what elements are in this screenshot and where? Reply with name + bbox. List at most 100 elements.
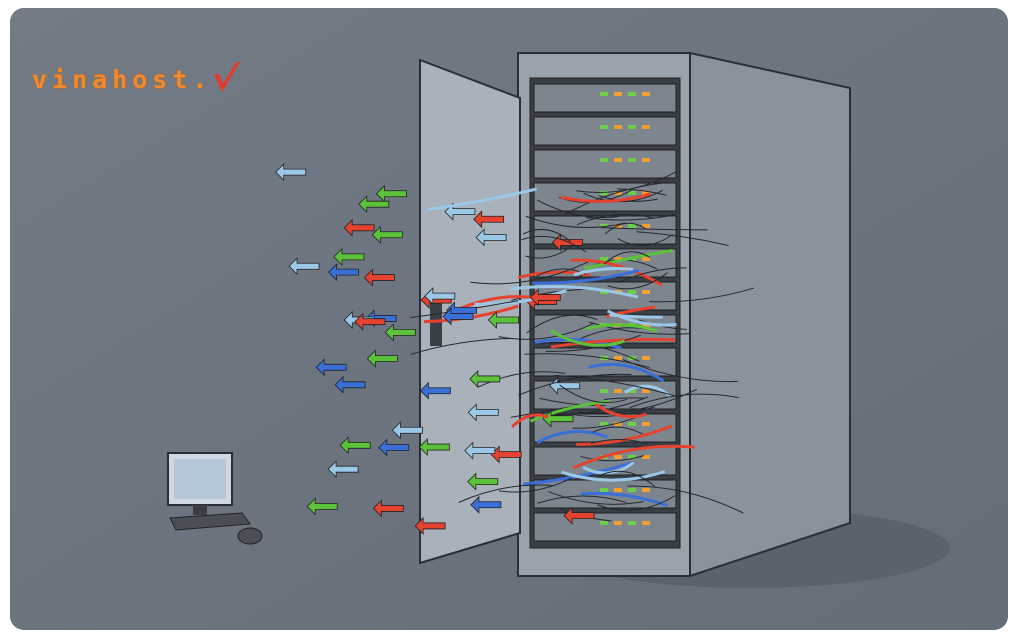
server-unit (533, 347, 677, 377)
arrow-icon (467, 403, 499, 422)
status-led (600, 191, 608, 195)
cable-line (410, 337, 514, 355)
cable-line (606, 309, 677, 327)
status-led (628, 422, 636, 426)
arrow-icon (475, 228, 507, 247)
arrow-icon (473, 210, 505, 229)
cable-line (522, 228, 572, 243)
status-led (614, 191, 622, 195)
monitor-screen (174, 459, 226, 499)
arrow-icon (334, 375, 366, 394)
server-unit (533, 512, 677, 542)
arrow-icon (418, 438, 450, 457)
status-led (600, 125, 608, 129)
cable-line (629, 393, 739, 409)
cable-line (592, 426, 644, 435)
status-led (642, 422, 650, 426)
cable-line (622, 359, 738, 383)
cable-line (525, 245, 573, 259)
status-led (628, 488, 636, 492)
cable-line (617, 188, 667, 196)
arrow-icon (469, 369, 501, 388)
server-unit (533, 116, 677, 146)
status-led (628, 389, 636, 393)
status-led (628, 290, 636, 294)
arrow-icon (339, 436, 371, 455)
status-led (628, 191, 636, 195)
cable-line (545, 334, 641, 352)
arrow-icon (444, 202, 476, 221)
cable-line (580, 455, 645, 462)
cable-line (603, 251, 651, 265)
cable-line (565, 406, 656, 418)
cable-line (548, 491, 644, 505)
cable-line (576, 171, 677, 193)
status-led (642, 92, 650, 96)
cable-line (584, 248, 673, 270)
arrow-icon (529, 288, 561, 307)
server-rack-illustration (10, 8, 1008, 630)
status-led (642, 257, 650, 261)
status-led (642, 521, 650, 525)
cable-line (510, 285, 639, 299)
cable-line (604, 222, 646, 235)
cable-line (617, 267, 687, 284)
arrow-icon (333, 247, 365, 266)
arrow-icon (375, 184, 407, 203)
mouse (237, 527, 263, 545)
status-led (628, 158, 636, 162)
data-flow-arrows (275, 163, 754, 535)
status-led (600, 92, 608, 96)
logo-text: vinahost. (32, 65, 213, 94)
status-led (614, 92, 622, 96)
status-led (628, 224, 636, 228)
cable-line (565, 181, 669, 214)
arrow-icon (363, 268, 395, 287)
status-led (614, 455, 622, 459)
status-led (614, 356, 622, 360)
cable-line (588, 362, 665, 383)
cable-line (590, 438, 648, 445)
status-led (642, 389, 650, 393)
arrow-icon (424, 287, 456, 306)
cable-line (524, 353, 650, 369)
cable-line (498, 477, 573, 493)
status-led (642, 488, 650, 492)
status-led (614, 389, 622, 393)
status-led (600, 290, 608, 294)
cable-line (525, 215, 626, 228)
cable-line (627, 485, 744, 514)
cable-line (521, 235, 587, 253)
rack-interior (529, 77, 681, 549)
status-led (614, 158, 622, 162)
cable-line (458, 484, 555, 503)
arrow-icon (288, 257, 320, 276)
cable-line (526, 314, 598, 334)
status-led (600, 488, 608, 492)
status-led (628, 92, 636, 96)
arrow-icon (315, 358, 347, 377)
cable-line (532, 268, 640, 285)
status-led (642, 356, 650, 360)
arrow-icon (358, 195, 390, 214)
cable-line (536, 430, 608, 445)
cable-line (477, 371, 566, 388)
cable-line (549, 329, 626, 347)
status-led (628, 521, 636, 525)
status-led (614, 257, 622, 261)
arrow-icon (275, 163, 307, 182)
status-led (600, 521, 608, 525)
arrow-icon (551, 233, 583, 252)
cable-line (649, 287, 754, 303)
arrow-icon (372, 499, 404, 518)
arrow-icon (366, 349, 398, 368)
cable-line (510, 413, 549, 428)
server-unit (533, 149, 677, 179)
status-led (642, 191, 650, 195)
arrow-icon (354, 312, 386, 331)
cable-line (609, 313, 663, 319)
cable-line (576, 214, 655, 226)
illustration-frame: vinahost. (10, 8, 1008, 630)
cable-line (583, 189, 664, 203)
arrow-icon (467, 472, 499, 491)
